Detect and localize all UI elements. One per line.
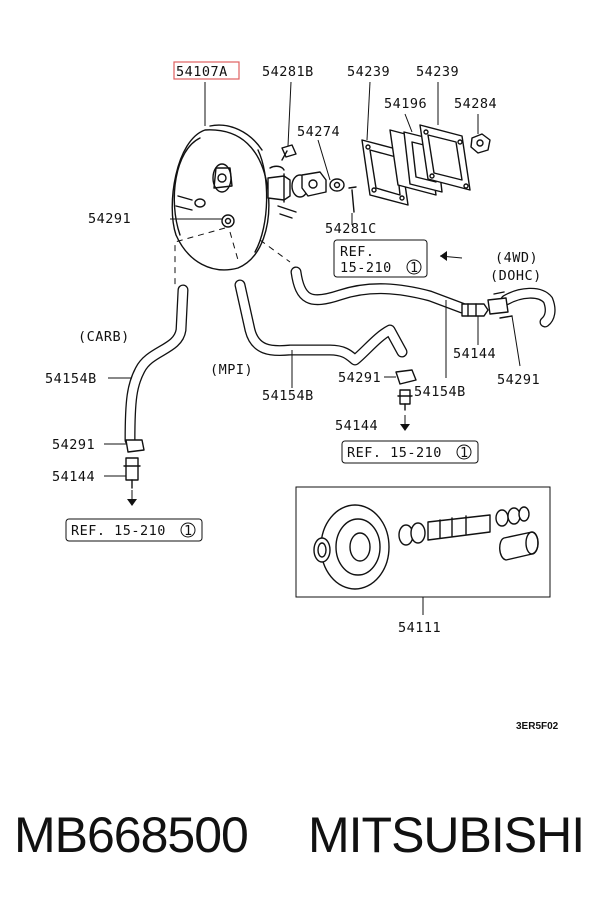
label-bolt-top: 54281B: [262, 64, 314, 80]
highlight-box: [173, 61, 240, 80]
label-valve-mpi: 54144: [335, 418, 378, 434]
ref-top: REF. 15-210 1: [333, 239, 428, 278]
hose-carb: [124, 284, 189, 446]
label-clamp-mpi: 54291: [338, 370, 381, 386]
arrow-head-mpi: [400, 424, 410, 431]
dashed-guides: [174, 227, 291, 285]
bolt-54281b: [281, 144, 297, 161]
arrow-head-carb: [127, 499, 137, 506]
label-clamp-carb: 54291: [52, 437, 95, 453]
label-4wd: (4WD): [495, 250, 538, 266]
label-gasket-b: 54239: [416, 64, 459, 80]
label-gasket-a: 54239: [347, 64, 390, 80]
pin-54281c: [348, 186, 357, 213]
footer: MB668500 MITSUBISHI: [0, 800, 600, 880]
leader-lines-upper: [170, 81, 479, 225]
ref-top-line1: REF.: [340, 244, 375, 260]
clevis-54274: [301, 171, 345, 197]
ref-mid-num: 1: [460, 445, 469, 461]
nut-54284: [470, 133, 491, 154]
ref-mid: REF. 15-210 1: [341, 440, 479, 464]
clamp-valve-carb: [104, 439, 145, 489]
repair-kit-box: [295, 486, 551, 615]
label-hose-carb: 54154B: [45, 371, 97, 387]
ref-mid-text: REF. 15-210: [347, 445, 442, 461]
label-dohc: (DOHC): [490, 268, 542, 284]
label-spacer: 54196: [384, 96, 427, 112]
ref-top-line2: 15-210: [340, 260, 392, 276]
label-pin: 54281C: [325, 221, 377, 237]
label-valve-dohc: 54144: [453, 346, 496, 362]
ref-left: REF. 15-210 1: [65, 518, 203, 542]
label-booster: 54107A: [176, 64, 228, 80]
valve-dohc: [461, 291, 513, 319]
hose-dohc: [290, 266, 556, 328]
ref-left-num: 1: [184, 523, 193, 539]
label-hose-mpi: 54154B: [262, 388, 314, 404]
ref-top-num: 1: [410, 260, 419, 276]
hose-mpi: [234, 279, 408, 366]
brand-name: MITSUBISHI: [308, 807, 585, 863]
label-clamp-upper: 54291: [88, 211, 131, 227]
leader-dohc: [445, 300, 521, 378]
ref-left-text: REF. 15-210: [71, 523, 166, 539]
label-valve-carb: 54144: [52, 469, 95, 485]
label-hose-dohc: 54154B: [414, 384, 466, 400]
drawing-code: 3ER5F02: [516, 721, 559, 732]
part-number: MB668500: [14, 807, 249, 863]
gasket-set: [361, 124, 471, 206]
arrow-head-ref-top: [440, 251, 447, 261]
label-kit: 54111: [398, 620, 441, 636]
label-stud-nut: 54274: [297, 124, 340, 140]
clamp-valve-mpi: [384, 369, 417, 411]
label-carb: (CARB): [78, 329, 130, 345]
label-mpi: (MPI): [210, 362, 253, 378]
label-clamp-dohc: 54291: [497, 372, 540, 388]
brake-booster: [171, 124, 309, 271]
label-nut: 54284: [454, 96, 497, 112]
